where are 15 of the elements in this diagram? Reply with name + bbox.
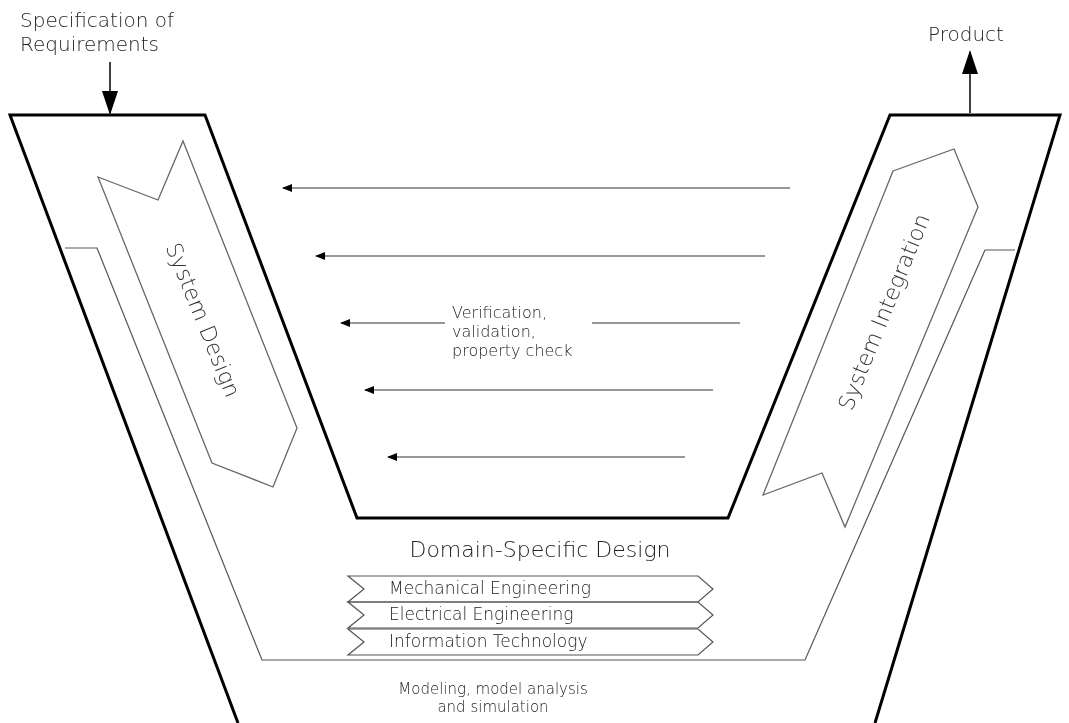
discipline-banner xyxy=(347,575,715,603)
arrow xyxy=(102,61,118,115)
annotation: Verification, validation, property check xyxy=(452,303,574,361)
v-model-band xyxy=(5,112,1065,723)
domain-label: Information Technology xyxy=(389,631,588,652)
domain-label: Electrical Engineering xyxy=(389,604,574,625)
section-title: Domain-Specific Design xyxy=(408,537,672,564)
arrow xyxy=(962,50,978,114)
annotation: Modeling, model analysis and simulation xyxy=(397,680,589,716)
phase-banner xyxy=(760,146,981,530)
discipline-banner xyxy=(347,628,715,656)
domain-label: Mechanical Engineering xyxy=(389,578,591,599)
output-label: Product xyxy=(928,22,1028,46)
input-label: Specification of Requirements xyxy=(20,8,210,56)
discipline-banner xyxy=(347,601,715,629)
